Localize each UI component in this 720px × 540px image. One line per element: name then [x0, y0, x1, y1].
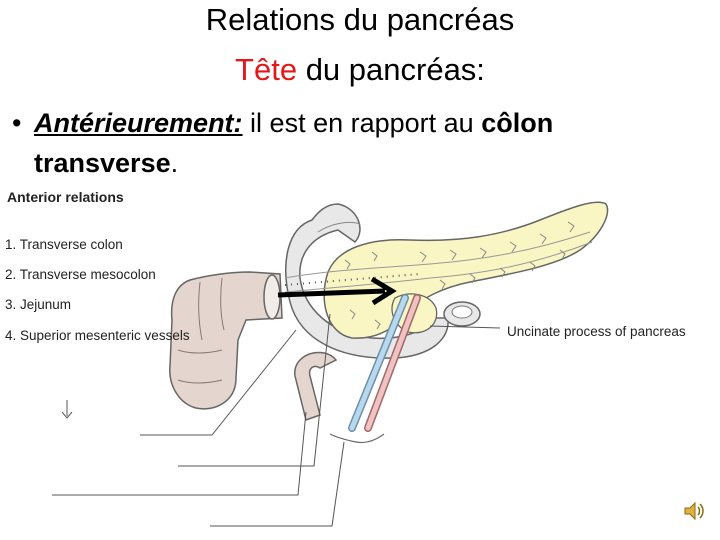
bullet-line-1: Antérieurement: il est en rapport au côl… — [34, 105, 553, 141]
title-rest: du pancréas: — [297, 52, 485, 87]
arrow-marker — [277, 276, 397, 306]
bullet-bold-1: côlon — [481, 108, 554, 138]
colon-shape — [169, 271, 283, 410]
colon-opening — [263, 274, 281, 320]
jejunum-shape — [294, 351, 338, 421]
colon-haustra — [177, 277, 225, 384]
bullet-lead: Antérieurement: — [34, 108, 243, 138]
speaker-icon[interactable] — [683, 500, 705, 522]
title-line-2: Tête du pancréas: — [0, 48, 720, 92]
bullet-bold-2: transverse — [34, 148, 171, 178]
label-item-2: 2. Transverse mesocolon — [5, 267, 156, 282]
leader-lines — [52, 313, 501, 527]
label-anterior-relations: Anterior relations — [7, 189, 124, 205]
bullet-line-2: transverse. — [34, 145, 178, 181]
pancreas-illustration — [52, 201, 609, 527]
label-item-4: 4. Superior mesenteric vessels — [5, 328, 190, 343]
pancreatic-duct — [284, 231, 591, 279]
title-line-1: Relations du pancréas — [205, 2, 515, 37]
bullet-end: . — [170, 148, 179, 178]
duodenum-inner — [317, 221, 361, 233]
label-uncinate-process: Uncinate process of pancreas — [507, 324, 686, 339]
bullet-marker: • — [12, 108, 22, 138]
anatomy-figure: Uncinate process of pancreas — [0, 190, 720, 540]
label-item-1: 1. Transverse colon — [5, 237, 123, 252]
mesentery-bracket — [329, 433, 385, 444]
bullet-body: il est en rapport au — [242, 108, 482, 138]
lobule-marks — [344, 221, 575, 330]
title-highlight: Tête — [235, 52, 298, 87]
pancreatic-duct-lower — [284, 241, 593, 293]
label-item-3: 3. Jejunum — [5, 297, 72, 312]
